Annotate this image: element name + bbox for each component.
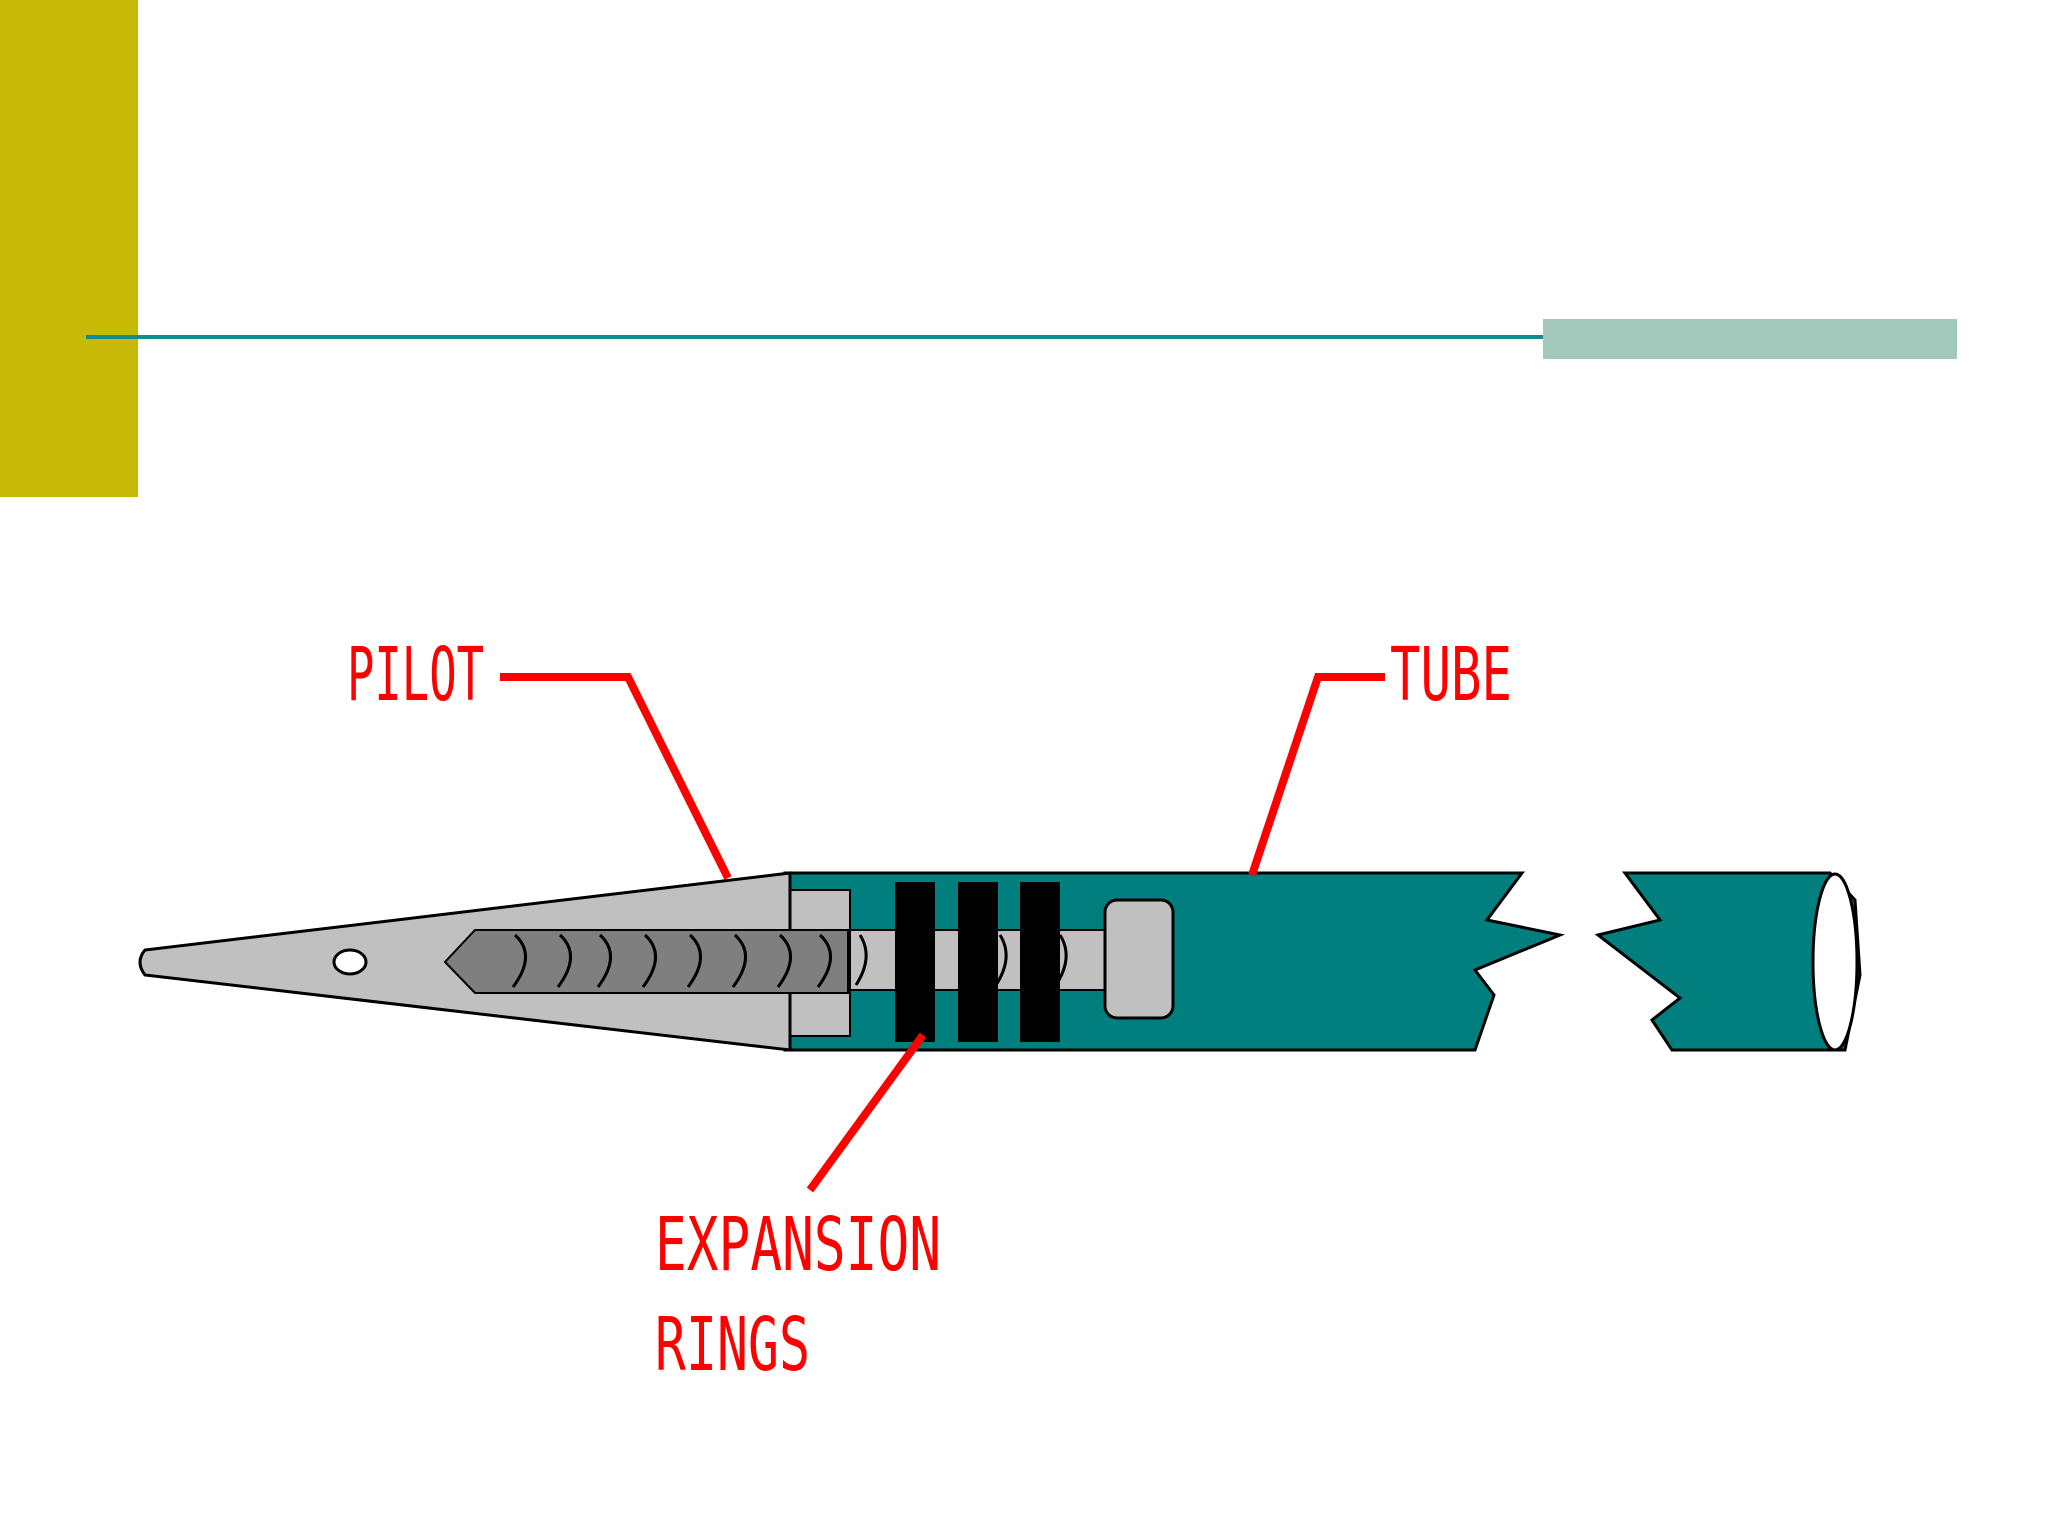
- pilot-leader: [500, 673, 732, 880]
- label-tube: TUBE: [1390, 632, 1512, 718]
- expansion-leader: [806, 1032, 927, 1193]
- title-rule-bar: [1543, 319, 1957, 359]
- expansion-ring-2: [958, 882, 998, 1042]
- expansion-ring-3: [1020, 882, 1060, 1042]
- label-expansion: EXPANSION: [655, 1202, 941, 1288]
- label-pilot: PILOT: [347, 632, 484, 718]
- insert-threads: [511, 933, 832, 988]
- label-rings: RINGS: [655, 1302, 810, 1388]
- expansion-ring-1: [895, 882, 935, 1042]
- bolt-head: [1103, 898, 1175, 1020]
- tube-leader: [1248, 673, 1385, 877]
- title-rule: [86, 335, 1957, 339]
- threaded-insert: [443, 929, 849, 994]
- pilot-hole: [332, 948, 368, 976]
- tube-opening: [1811, 872, 1859, 1052]
- accent-block: [0, 0, 138, 497]
